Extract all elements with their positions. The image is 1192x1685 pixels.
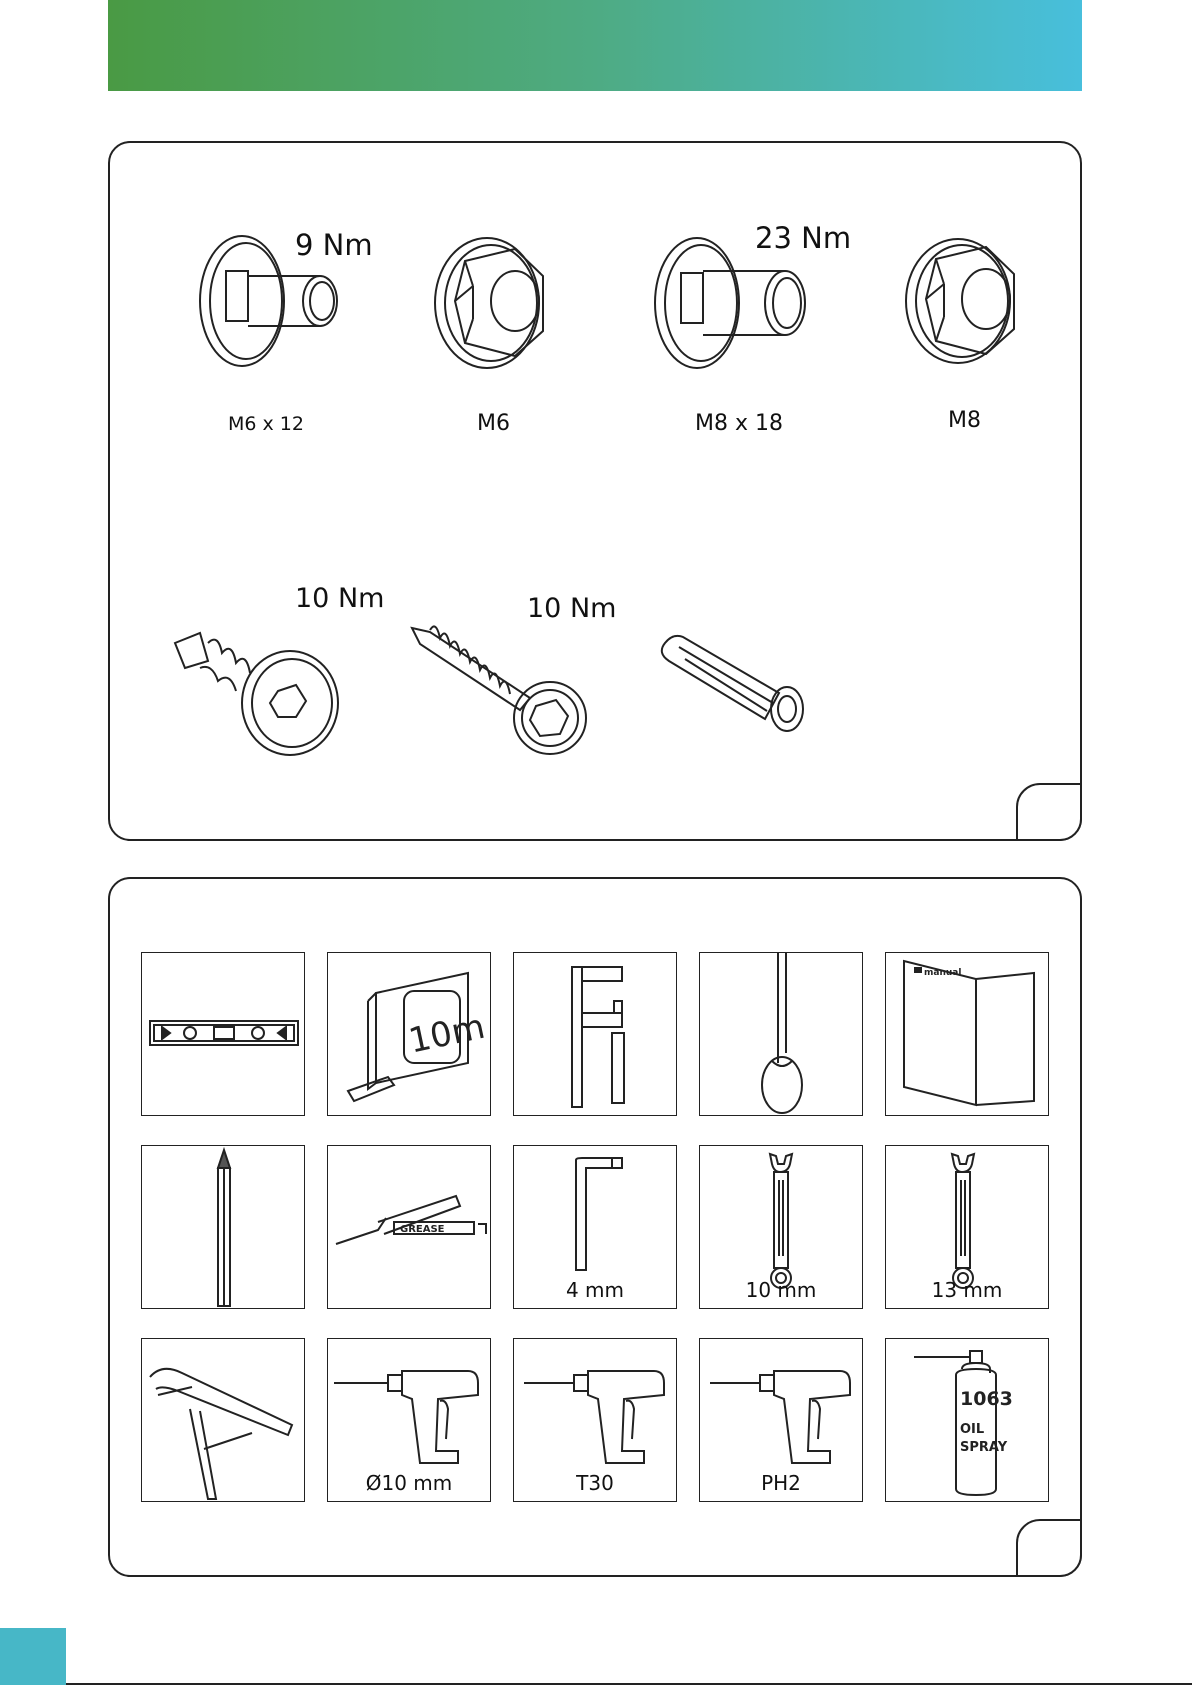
hardware-label: M6 x 12 xyxy=(228,413,304,435)
grease-text: GREASE xyxy=(400,1224,445,1235)
tool-label: T30 xyxy=(514,1471,676,1495)
tool-cell xyxy=(513,952,677,1116)
tool-label: 10 mm xyxy=(700,1278,862,1302)
tool-cell: manual xyxy=(885,952,1049,1116)
manual-text: manual xyxy=(924,968,961,978)
tool-label: 4 mm xyxy=(514,1278,676,1302)
carriage-bolt-icon xyxy=(645,233,815,383)
tool-cell: PH2 xyxy=(699,1338,863,1502)
flange-nut-icon xyxy=(425,231,565,371)
header-banner xyxy=(108,0,1082,91)
tools-panel: 10m manual xyxy=(108,877,1082,1577)
wire-tool-icon xyxy=(700,953,864,1117)
tool-cell: 10 mm xyxy=(699,1145,863,1309)
tool-cell: 10m xyxy=(327,952,491,1116)
flange-nut-icon xyxy=(896,231,1036,371)
spray-can-text: 1063 xyxy=(960,1388,1013,1410)
clamp-icon xyxy=(514,953,678,1117)
spray-can-text: SPRAY xyxy=(960,1440,1008,1455)
tool-cell: 13 mm xyxy=(885,1145,1049,1309)
torque-label: 9 Nm xyxy=(295,228,373,262)
manual-icon: manual xyxy=(886,953,1050,1117)
spirit-level-icon xyxy=(142,953,306,1117)
torque-label: 23 Nm xyxy=(755,221,851,255)
tool-label: Ø10 mm xyxy=(328,1471,490,1495)
hardware-label: M8 xyxy=(948,408,981,433)
pliers-icon xyxy=(142,1339,306,1503)
panel-corner-tab xyxy=(1016,783,1082,841)
hex-wood-screw-icon xyxy=(410,618,590,758)
spray-can-text: OIL xyxy=(960,1422,984,1437)
tool-label: PH2 xyxy=(700,1471,862,1495)
wall-plug-icon xyxy=(655,623,825,743)
tool-cell: 1063 OIL SPRAY xyxy=(885,1338,1049,1502)
tool-cell: GREASE xyxy=(327,1145,491,1309)
hardware-label: M6 xyxy=(477,411,510,436)
tool-cell: T30 xyxy=(513,1338,677,1502)
grease-gun-icon: GREASE xyxy=(328,1146,492,1310)
tape-measure-icon: 10m xyxy=(328,953,492,1117)
torque-label: 10 Nm xyxy=(295,583,384,614)
hardware-label: M8 x 18 xyxy=(695,411,783,436)
tool-label: 13 mm xyxy=(886,1278,1048,1302)
tool-cell xyxy=(699,952,863,1116)
self-drilling-screw-icon xyxy=(170,613,340,763)
panel-corner-tab xyxy=(1016,1519,1082,1577)
tool-cell: Ø10 mm xyxy=(327,1338,491,1502)
footer-tab xyxy=(0,1628,66,1685)
tool-cell xyxy=(141,952,305,1116)
spray-can-icon: 1063 OIL SPRAY xyxy=(886,1339,1050,1503)
pencil-icon xyxy=(142,1146,306,1310)
torque-label: 10 Nm xyxy=(527,593,616,624)
tool-cell xyxy=(141,1145,305,1309)
tool-cell xyxy=(141,1338,305,1502)
tape-measure-text: 10m xyxy=(405,1007,488,1062)
tool-cell: 4 mm xyxy=(513,1145,677,1309)
hardware-panel: 9 Nm M6 x 12 M6 23 Nm M8 x 18 M8 10 Nm xyxy=(108,141,1082,841)
